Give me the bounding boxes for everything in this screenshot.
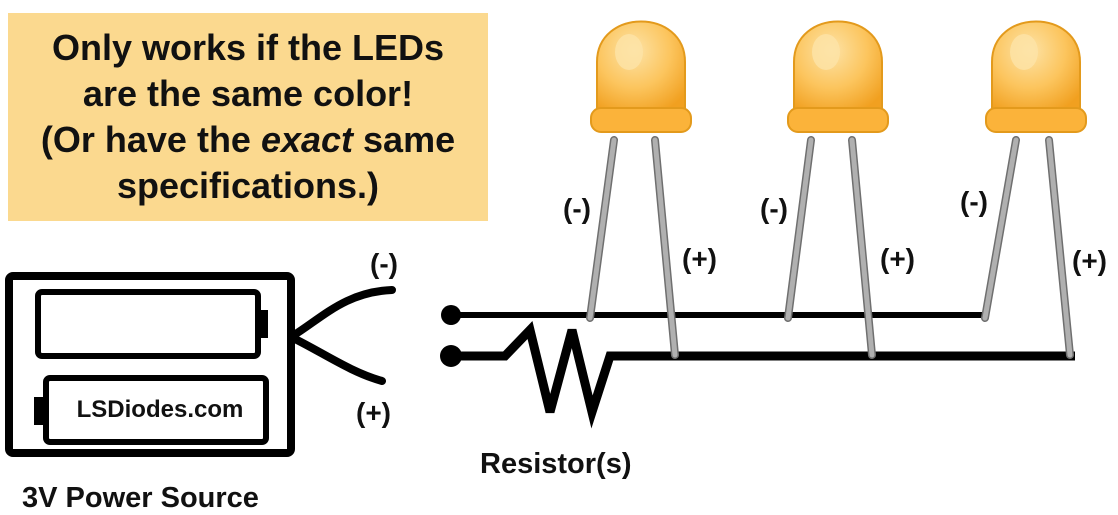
note-line-3: (Or have the exact same [41,117,455,163]
led-3 [981,20,1087,359]
battery-cell-top [35,289,268,359]
led-1-negative-lead [587,137,617,321]
led-3-negative-label: (-) [960,186,988,217]
led-2-negative-lead [785,137,814,321]
battery-positive-label: (+) [356,397,391,428]
led-2-positive-lead [849,137,875,358]
led-group [586,20,1087,359]
led-1-negative-label: (-) [563,193,591,224]
led-3-rim [985,107,1087,133]
led-2 [784,20,889,359]
note-emphasis: exact [260,119,354,160]
led-1-rim [590,107,692,133]
note-line-4: specifications.) [116,165,380,206]
led-3-negative-lead [982,137,1019,321]
led-1 [586,20,692,359]
battery-pack [5,272,295,457]
warning-note: Only works if the LEDs are the same colo… [8,13,488,221]
led-2-highlight [812,34,840,70]
note-line-2: are the same color! [82,73,414,114]
led-3-positive-lead [1046,137,1073,358]
led-3-positive-label: (+) [1072,245,1107,276]
resistor-caption: Resistor(s) [480,448,632,480]
battery-negative-lead [287,286,396,341]
led-3-highlight [1010,34,1038,70]
led-1-positive-label: (+) [682,243,717,274]
note-line-3-end: same [353,119,456,160]
battery-brand-label: LSDiodes.com [76,396,244,423]
led-2-rim [787,107,889,133]
led-3-dome [991,20,1081,113]
note-line-3-start: (Or have the [40,119,261,160]
note-line-1: Only works if the LEDs [51,27,445,68]
led-1-highlight [615,34,643,70]
led-1-positive-lead [652,137,678,358]
led-2-dome [793,20,883,113]
led-1-dome [596,20,686,113]
battery-positive-lead [287,333,386,385]
led-2-negative-label: (-) [760,193,788,224]
led-2-positive-label: (+) [880,243,915,274]
battery-negative-label: (-) [370,248,398,279]
resistor-zigzag [451,320,1075,429]
battery-cell-bottom [34,375,269,445]
power-source-caption: 3V Power Source [22,482,259,514]
